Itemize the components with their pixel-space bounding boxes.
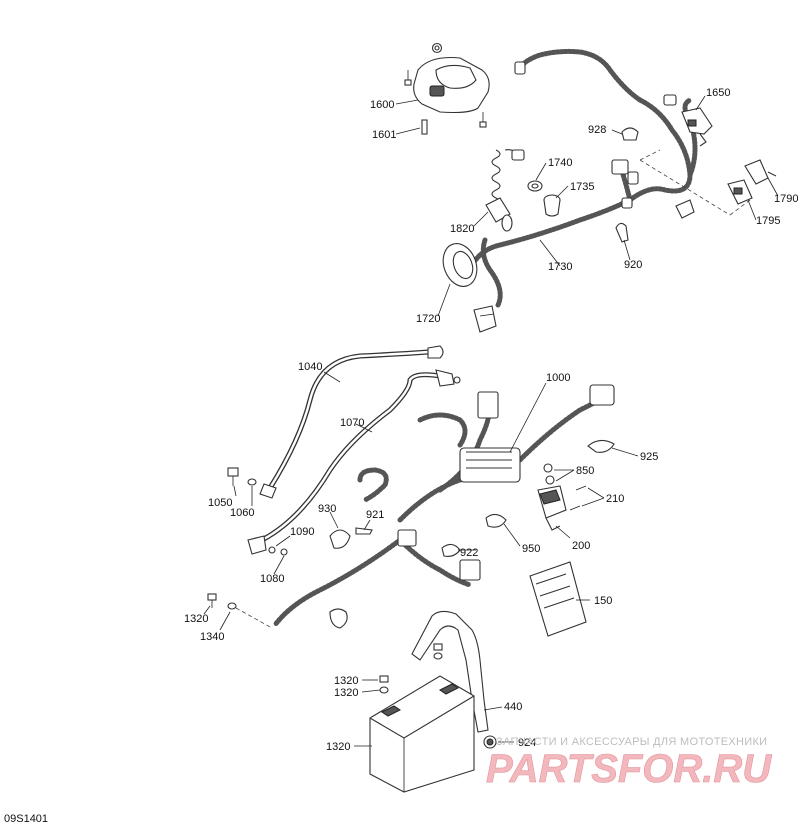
tie-930-part[interactable]	[329, 529, 351, 549]
label-925[interactable]: 925	[640, 451, 658, 463]
module-150-part[interactable]	[529, 561, 587, 637]
label-battery-screw-1[interactable]: 1320	[334, 675, 358, 687]
label-1720[interactable]: 1720	[416, 313, 440, 325]
bolt-1050-part[interactable]	[227, 467, 239, 486]
label-950[interactable]: 950	[522, 543, 540, 555]
sensor-1790-part[interactable]	[744, 159, 777, 185]
battery-part[interactable]	[369, 675, 475, 793]
label-922[interactable]: 922	[460, 547, 478, 559]
label-battery-screw-2[interactable]: 1320	[334, 687, 358, 699]
sensor-1650-part[interactable]	[681, 107, 713, 147]
label-1795[interactable]: 1795	[756, 215, 780, 227]
watermark-tagline: ЗАПЧАСТИ И АКСЕССУАРЫ ДЛЯ МОТОТЕХНИКИ	[496, 736, 767, 748]
label-1050[interactable]: 1050	[208, 497, 232, 509]
label-924[interactable]: 924	[518, 737, 536, 749]
label-930[interactable]: 930	[318, 503, 336, 515]
label-1060[interactable]: 1060	[230, 507, 254, 519]
label-1000[interactable]: 1000	[546, 372, 570, 384]
relay-200-part[interactable]	[537, 485, 567, 531]
washer-1340-part[interactable]	[227, 602, 273, 629]
label-921[interactable]: 921	[366, 509, 384, 521]
label-1040[interactable]: 1040	[298, 361, 322, 373]
screw-210-part[interactable]	[569, 485, 587, 511]
label-1740[interactable]: 1740	[548, 157, 572, 169]
label-1601[interactable]: 1601	[372, 129, 396, 141]
washer-1080-part[interactable]	[280, 548, 288, 556]
coil-cord-1820-part[interactable]	[485, 149, 525, 232]
washer-1060-part[interactable]	[247, 478, 257, 486]
upper-harness-part[interactable]	[467, 48, 751, 308]
strap-440-part[interactable]	[411, 610, 489, 733]
label-920[interactable]: 920	[624, 259, 642, 271]
label-1600[interactable]: 1600	[370, 99, 394, 111]
washer-1090-part[interactable]	[268, 546, 276, 554]
label-1790[interactable]: 1790	[774, 193, 798, 205]
diagram-code: 09S1401	[4, 813, 48, 825]
battery-cable-1070-part[interactable]	[247, 369, 461, 555]
label-1735[interactable]: 1735	[570, 181, 594, 193]
label-battery[interactable]: 1320	[326, 741, 350, 753]
label-928[interactable]: 928	[588, 124, 606, 136]
nut-850-part[interactable]	[543, 463, 555, 485]
switch-1735-part[interactable]	[543, 194, 561, 217]
label-200[interactable]: 200	[572, 540, 590, 552]
label-1070[interactable]: 1070	[340, 417, 364, 429]
label-1080[interactable]: 1080	[260, 573, 284, 585]
label-850[interactable]: 850	[576, 465, 594, 477]
gauge-cluster-part[interactable]	[404, 42, 490, 135]
screw-1320-part[interactable]	[207, 593, 217, 608]
label-1650[interactable]: 1650	[706, 87, 730, 99]
watermark: ЗАПЧАСТИ И АКСЕССУАРЫ ДЛЯ МОТОТЕХНИКИ PA…	[486, 736, 773, 791]
leader-lines	[203, 95, 779, 747]
part-labels: 1600 1601 928 1650 1740 1735 1820 1790 1…	[184, 87, 798, 753]
battery-screw-top-part[interactable]	[433, 643, 443, 660]
tie-922-part[interactable]	[441, 543, 461, 557]
label-1730[interactable]: 1730	[548, 261, 572, 273]
nut-1740-part[interactable]	[527, 180, 543, 192]
battery-screw-part[interactable]	[379, 675, 389, 694]
label-1090[interactable]: 1090	[290, 526, 314, 538]
tie-921-part[interactable]	[355, 527, 373, 535]
main-harness-1000-part[interactable]	[272, 384, 615, 629]
grommet-1720-part[interactable]	[437, 239, 497, 333]
clip-925-part[interactable]	[587, 439, 615, 453]
label-210[interactable]: 210	[606, 493, 624, 505]
label-1320[interactable]: 1320	[184, 613, 208, 625]
clip-928-part[interactable]	[621, 127, 639, 141]
label-1340[interactable]: 1340	[200, 631, 224, 643]
label-440[interactable]: 440	[504, 701, 522, 713]
label-150[interactable]: 150	[594, 595, 612, 607]
tie-950-part[interactable]	[485, 513, 507, 528]
tie-920-part[interactable]	[615, 222, 629, 243]
label-1820[interactable]: 1820	[450, 223, 474, 235]
battery-cable-1040-part[interactable]	[259, 345, 444, 499]
sensor-1795-part[interactable]	[727, 179, 753, 205]
clamp-924-part[interactable]	[483, 735, 497, 749]
watermark-logo: PARTSFOR.RU	[486, 747, 772, 791]
